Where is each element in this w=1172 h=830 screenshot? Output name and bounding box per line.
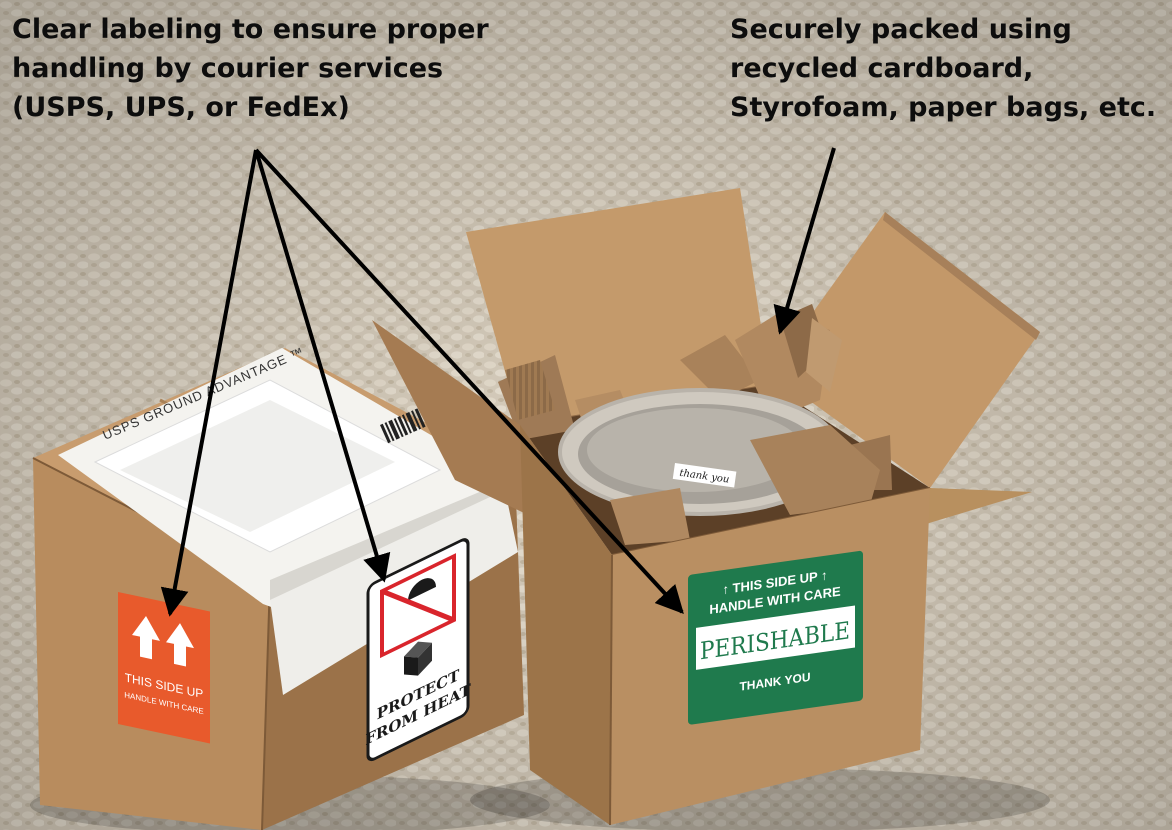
up-arrows-icon [132, 615, 194, 667]
right-open-box: thank you ↑ THIS SIDE UP ↑ HANDLE WITH C… [372, 188, 1050, 830]
annotation-arrows [160, 147, 836, 617]
package-icon [404, 641, 432, 676]
this-side-up-label: THIS SIDE UP HANDLE WITH CARE [118, 592, 210, 744]
arrow-to-perishable-label [254, 148, 684, 615]
caption-packing: Securely packed using recycled cardboard… [730, 14, 1157, 123]
perishable-label: ↑ THIS SIDE UP ↑ HANDLE WITH CARE PERISH… [688, 550, 863, 725]
thank-you-note: thank you [672, 463, 737, 488]
crumpled-paper [498, 304, 892, 490]
caption-labeling: Clear labeling to ensure proper handling… [12, 14, 489, 123]
arrow-to-packing [773, 147, 836, 335]
arrow-to-heat-label [254, 149, 391, 583]
arrow-to-orange-label [160, 149, 258, 617]
protect-from-heat-label: PROTECT FROM HEAT [365, 538, 471, 762]
no-heat-icon [380, 553, 456, 659]
barcode [380, 408, 426, 444]
plastic-container: thank you [558, 388, 842, 516]
